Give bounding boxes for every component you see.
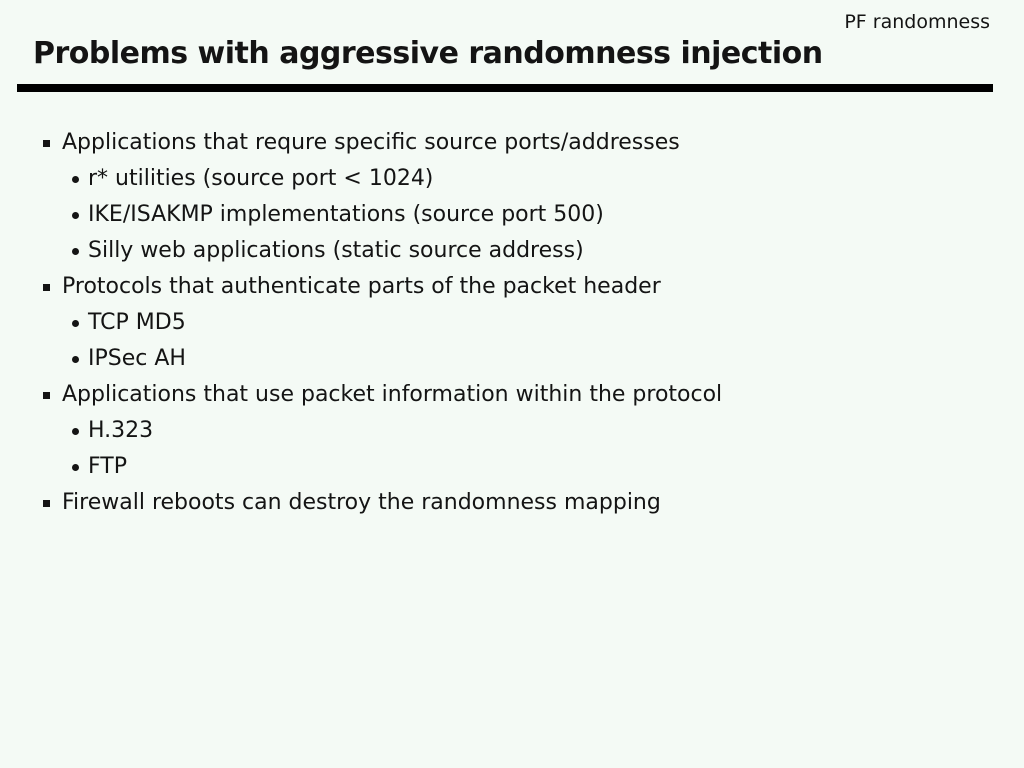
dot-bullet-icon	[72, 463, 79, 471]
bullet-text: H.323	[88, 418, 154, 443]
dot-bullet-icon	[72, 355, 79, 363]
square-bullet-icon	[43, 283, 50, 291]
bullet-text: Silly web applications (static source ad…	[88, 238, 584, 263]
dot-bullet-icon	[72, 427, 79, 435]
bullet-list: Applications that requre specific source…	[0, 125, 1024, 521]
bullet-item: Firewall reboots can destroy the randomn…	[0, 485, 1024, 521]
bullet-text: Firewall reboots can destroy the randomn…	[62, 490, 661, 515]
dot-bullet-icon	[72, 247, 79, 255]
bullet-item: FTP	[0, 449, 1024, 485]
square-bullet-icon	[43, 139, 50, 147]
slide-title: Problems with aggressive randomness inje…	[33, 36, 823, 71]
bullet-item: H.323	[0, 413, 1024, 449]
square-bullet-icon	[43, 499, 50, 507]
bullet-text: IPSec AH	[88, 346, 186, 371]
bullet-item: IKE/ISAKMP implementations (source port …	[0, 197, 1024, 233]
bullet-text: Applications that use packet information…	[62, 382, 723, 407]
bullet-item: IPSec AH	[0, 341, 1024, 377]
bullet-item: TCP MD5	[0, 305, 1024, 341]
bullet-text: Applications that requre specific source…	[62, 130, 680, 155]
bullet-text: FTP	[88, 454, 127, 479]
bullet-text: TCP MD5	[88, 310, 186, 335]
bullet-text: IKE/ISAKMP implementations (source port …	[88, 202, 604, 227]
bullet-item: Silly web applications (static source ad…	[0, 233, 1024, 269]
title-underline-rule	[17, 84, 993, 92]
bullet-item: Protocols that authenticate parts of the…	[0, 269, 1024, 305]
bullet-item: r* utilities (source port < 1024)	[0, 161, 1024, 197]
dot-bullet-icon	[72, 175, 79, 183]
corner-label: PF randomness	[844, 11, 990, 33]
square-bullet-icon	[43, 391, 50, 399]
bullet-text: Protocols that authenticate parts of the…	[62, 274, 661, 299]
bullet-item: Applications that use packet information…	[0, 377, 1024, 413]
dot-bullet-icon	[72, 211, 79, 219]
bullet-text: r* utilities (source port < 1024)	[88, 166, 434, 191]
dot-bullet-icon	[72, 319, 79, 327]
bullet-item: Applications that requre specific source…	[0, 125, 1024, 161]
